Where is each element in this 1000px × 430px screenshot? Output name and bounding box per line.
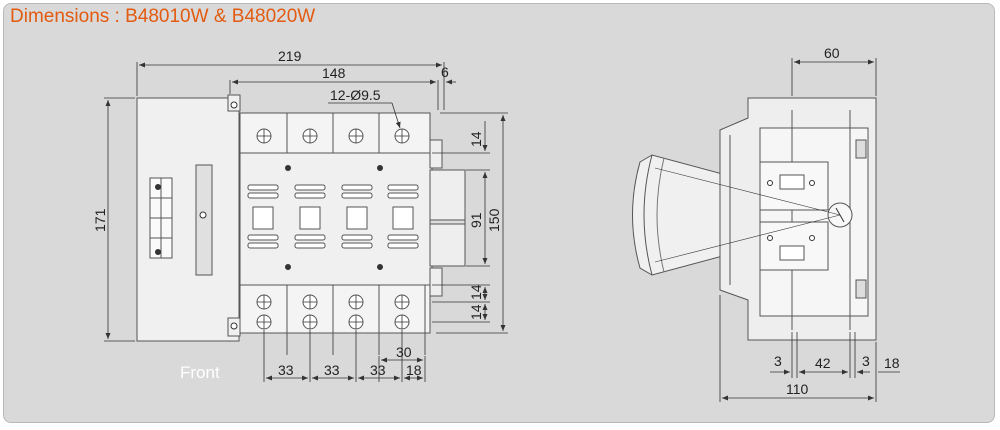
side-bracket bbox=[429, 169, 466, 267]
poles bbox=[286, 113, 426, 355]
dim-18-front: 18 bbox=[406, 362, 422, 378]
dim-171: 171 bbox=[92, 208, 108, 232]
dim-148: 148 bbox=[322, 65, 346, 81]
dim-30: 30 bbox=[396, 344, 412, 360]
dim-6: 6 bbox=[441, 64, 449, 80]
front-dimensions: 219 148 6 12-Ø9.5 171 150 91 14 bbox=[92, 48, 508, 382]
dim-3-left: 3 bbox=[774, 353, 782, 369]
handle-screw-icon bbox=[155, 184, 161, 190]
dim-33-c: 33 bbox=[370, 362, 386, 378]
front-view: 219 148 6 12-Ø9.5 171 150 91 14 bbox=[92, 48, 508, 382]
dim-110: 110 bbox=[786, 381, 809, 397]
dim-14-top: 14 bbox=[468, 131, 484, 147]
dim-3-right: 3 bbox=[862, 353, 870, 369]
side-view: 60 110 3 42 3 18 bbox=[632, 45, 900, 402]
handle-grip bbox=[195, 164, 213, 276]
dim-14-bottom-a: 14 bbox=[468, 284, 484, 300]
dim-150: 150 bbox=[486, 208, 502, 232]
dim-219: 219 bbox=[278, 48, 302, 64]
dim-33-a: 33 bbox=[278, 362, 294, 378]
dim-33-b: 33 bbox=[324, 362, 340, 378]
dim-18-side: 18 bbox=[884, 355, 900, 371]
terminal-holes bbox=[256, 128, 410, 330]
side-dimensions: 60 110 3 42 3 18 bbox=[719, 45, 900, 402]
dim-holes: 12-Ø9.5 bbox=[330, 87, 381, 103]
dim-91: 91 bbox=[468, 212, 484, 228]
pole-windows bbox=[247, 184, 419, 249]
dim-42: 42 bbox=[815, 355, 831, 371]
dim-14-bottom-b: 14 bbox=[468, 304, 484, 320]
dim-60: 60 bbox=[824, 45, 840, 61]
page-title: Dimensions : B48010W & B48020W bbox=[10, 6, 316, 27]
front-label: Front bbox=[180, 363, 220, 382]
